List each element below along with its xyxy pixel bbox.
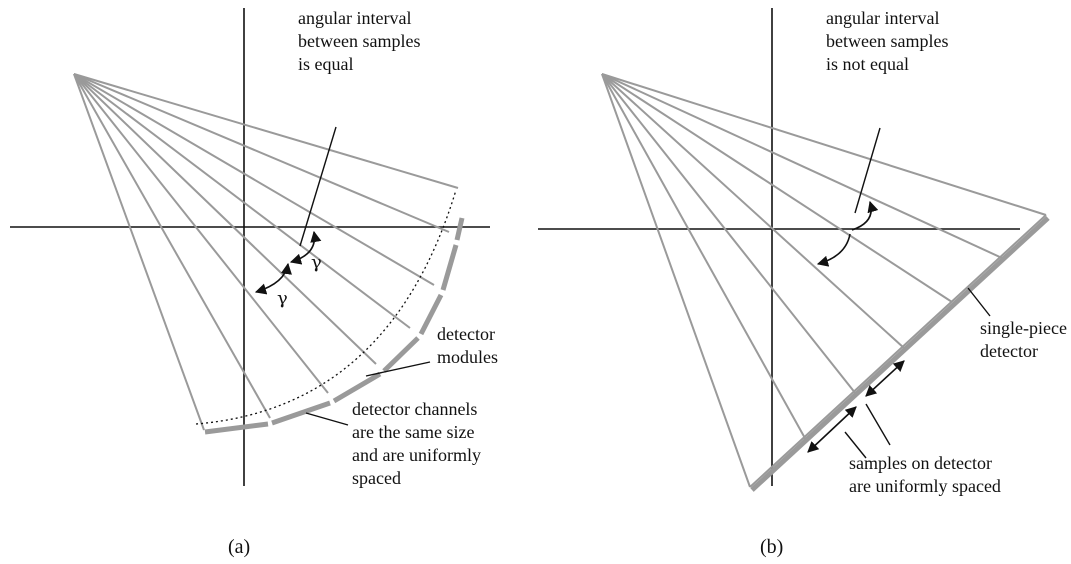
- caption-a: (a): [228, 536, 250, 558]
- angle-arc-b: [818, 202, 871, 264]
- label-channels: detector channels are the same size and …: [352, 399, 485, 488]
- gamma-label-1: γ: [311, 252, 322, 273]
- single-piece-detector: [750, 216, 1050, 492]
- panel-a: γ γ angular interval between samples is …: [10, 8, 499, 558]
- label-detector: single-piece detector: [980, 318, 1071, 361]
- spacing-arrow-1: [865, 360, 905, 397]
- leader-angular-b: [854, 127, 881, 214]
- rays-b: [601, 73, 1047, 488]
- leader-modules: [365, 361, 431, 377]
- gamma-arc-2: [254, 262, 292, 295]
- label-angular-a: angular interval between samples is equa…: [298, 8, 425, 74]
- spacing-arrow-2: [807, 406, 857, 453]
- detector-modules-a: [204, 217, 465, 435]
- panel-b: angular interval between samples is not …: [538, 8, 1071, 558]
- label-samples: samples on detector are uniformly spaced: [849, 453, 1001, 496]
- detector-arc: [195, 189, 457, 425]
- leader-detector: [967, 287, 991, 317]
- leader-channels: [305, 412, 349, 426]
- caption-b: (b): [760, 536, 783, 558]
- leader-angular-a: [299, 126, 337, 247]
- gamma-label-2: γ: [277, 288, 288, 309]
- label-angular-b: angular interval between samples is not …: [826, 8, 953, 74]
- leader-samples-2: [844, 431, 867, 459]
- rays-a: [73, 73, 459, 431]
- label-modules: detector modules: [437, 324, 499, 367]
- gamma-arc-1: [289, 230, 322, 265]
- leader-samples-1: [865, 403, 891, 446]
